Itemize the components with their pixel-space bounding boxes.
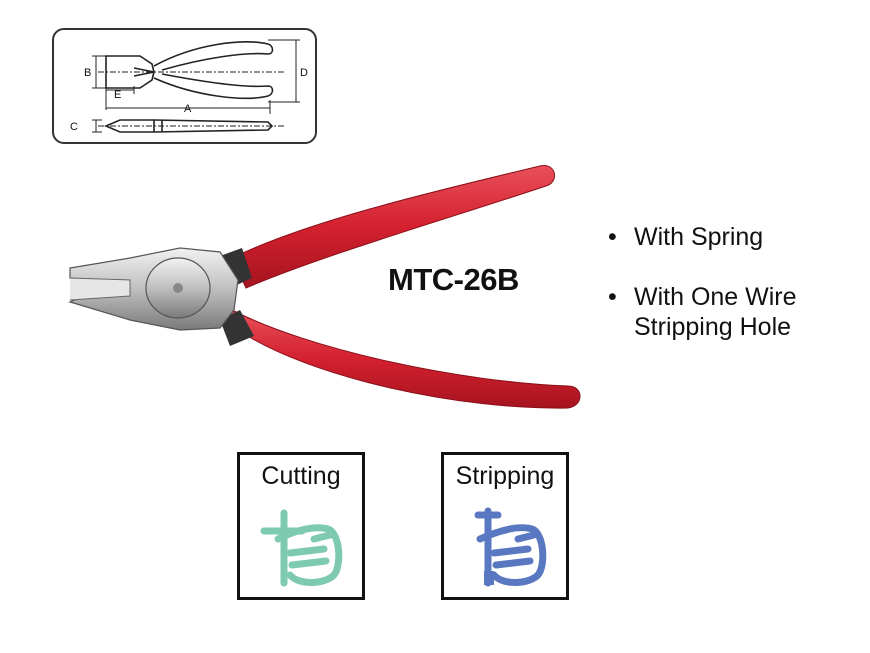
features-list: • With Spring • With One Wire Stripping … [608, 222, 797, 372]
feature-text: With Spring [634, 223, 764, 251]
function-cutting: Cutting [237, 452, 365, 600]
bullet: • [608, 283, 617, 311]
feature-item: • With One Wire Stripping Hole [608, 282, 797, 342]
dimension-label-d: D [300, 67, 308, 79]
dimension-label-a: A [184, 103, 192, 115]
stripping-hand-icon [474, 507, 547, 587]
diagonal-cutting-pliers-icon [68, 165, 581, 409]
bullet: • [608, 223, 617, 251]
model-number: MTC-26B [388, 262, 519, 297]
dimension-label-e: E [114, 89, 121, 101]
feature-text: With One Wire Stripping Hole [634, 283, 797, 341]
function-label: Stripping [455, 462, 555, 490]
feature-item: • With Spring [608, 222, 797, 252]
dimension-label-b: B [84, 67, 91, 79]
cutting-hand-icon [260, 509, 343, 587]
function-label: Cutting [261, 462, 341, 490]
dimension-diagram: B D E A C [52, 28, 317, 144]
plier-dimension-drawing-icon: B D E A C [70, 39, 308, 133]
dimension-label-c: C [70, 121, 78, 133]
function-stripping: Stripping [441, 452, 569, 600]
